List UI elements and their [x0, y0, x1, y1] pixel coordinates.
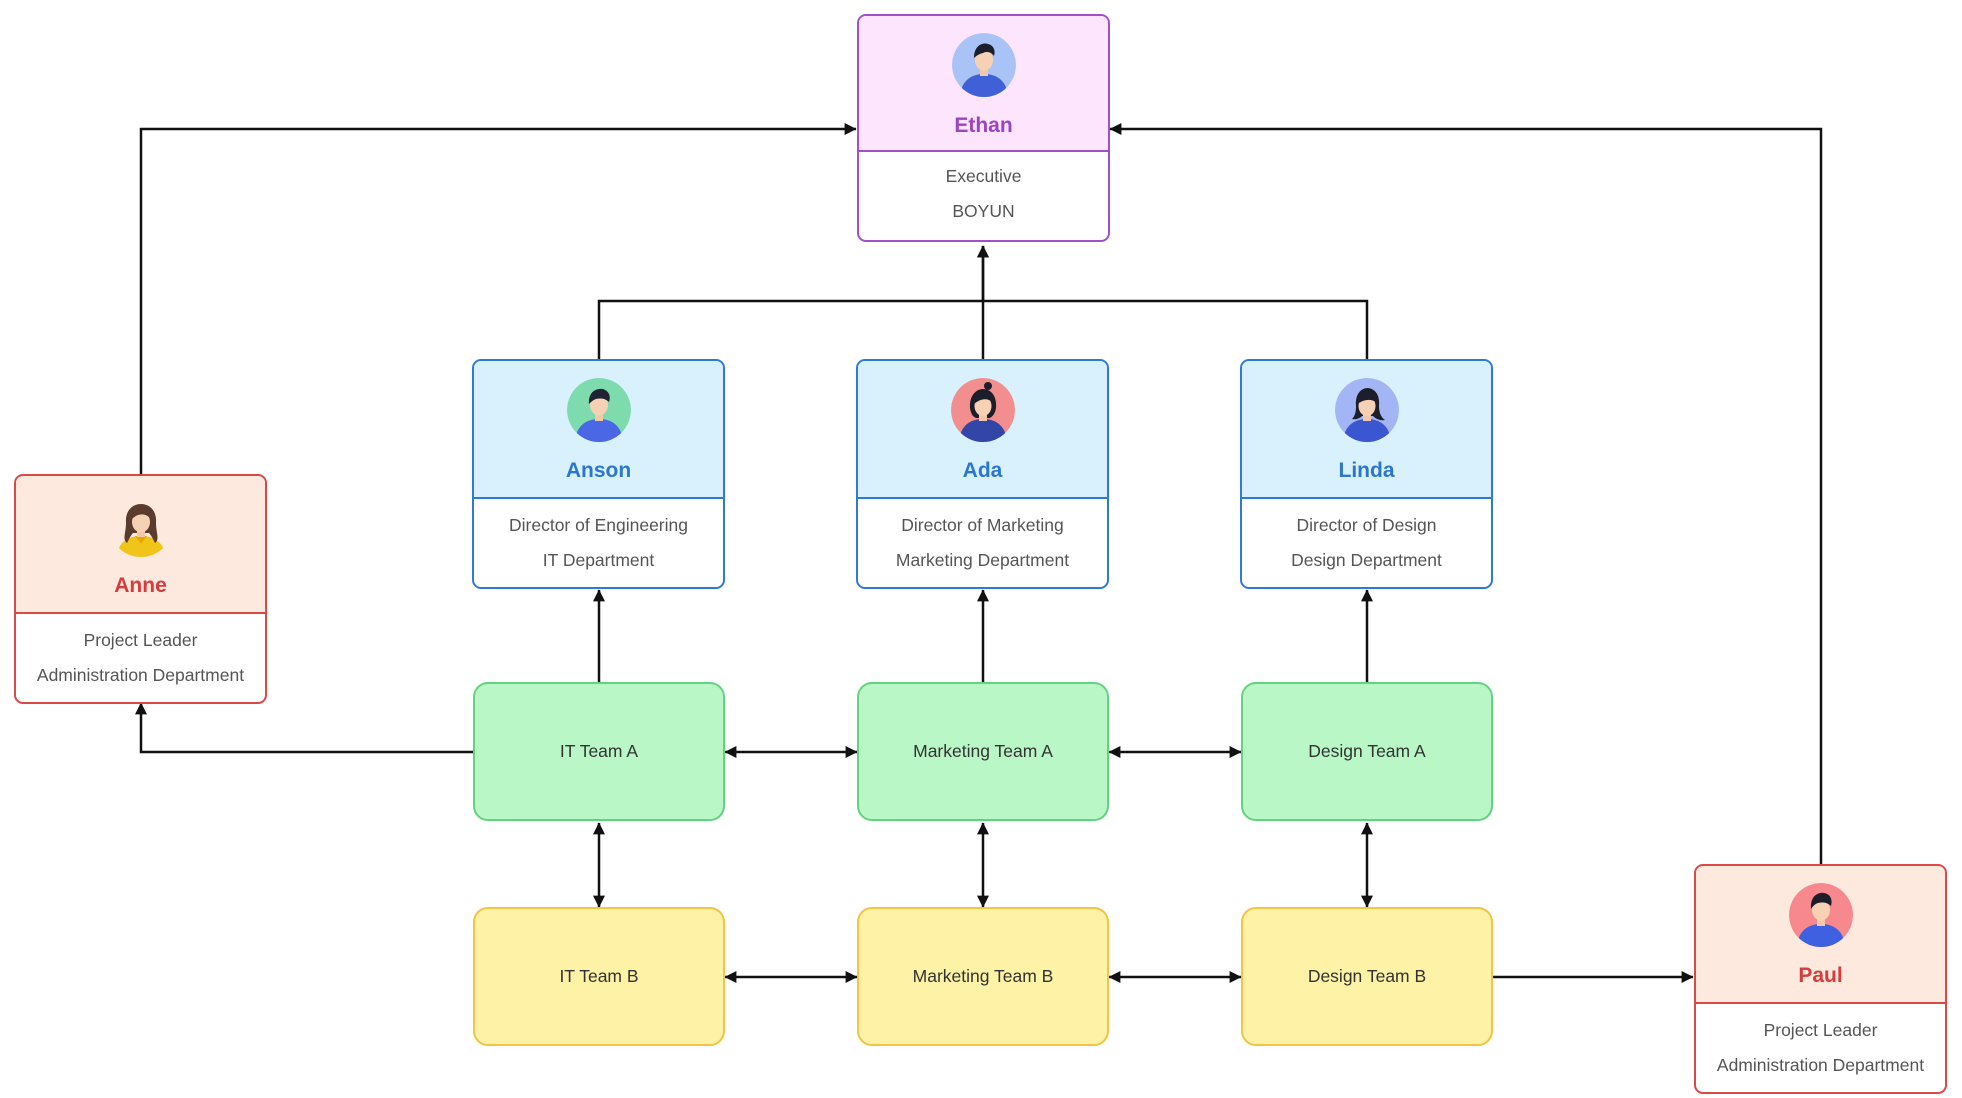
connector-anne-ethan — [139, 123, 857, 474]
team-design-a[interactable]: Design Team A — [1241, 682, 1493, 821]
card-anson[interactable]: Anson Director of Engineering IT Departm… — [472, 359, 725, 589]
man-avatar-icon — [951, 33, 1016, 97]
card-anson-header: Anson — [474, 361, 723, 499]
person-name: Ada — [962, 459, 1003, 482]
person-title: Director of Engineering — [509, 515, 688, 535]
team-it-b[interactable]: IT Team B — [473, 907, 725, 1046]
person-org: Administration Department — [36, 665, 245, 685]
card-paul-details: Project Leader Administration Department — [1696, 1004, 1945, 1092]
person-name: Ethan — [954, 114, 1013, 137]
card-ethan-details: Executive BOYUN — [859, 152, 1108, 240]
person-title: Executive — [945, 166, 1022, 186]
person-name: Anson — [565, 459, 632, 482]
card-ada-details: Director of Marketing Marketing Departme… — [858, 499, 1107, 587]
card-ada-header: Ada — [858, 361, 1107, 499]
card-ada[interactable]: Ada Director of Marketing Marketing Depa… — [856, 359, 1109, 589]
person-name: Paul — [1798, 964, 1843, 987]
card-anne-details: Project Leader Administration Department — [16, 614, 265, 702]
connector-linda-ethan — [983, 299, 1369, 359]
person-title: Director of Design — [1296, 515, 1437, 535]
person-title: Project Leader — [1763, 1020, 1878, 1040]
connector-anson-ethan — [597, 245, 989, 359]
person-org: Administration Department — [1716, 1055, 1925, 1075]
person-org: IT Department — [542, 550, 655, 570]
card-linda-details: Director of Design Design Department — [1242, 499, 1491, 587]
team-marketing-a[interactable]: Marketing Team A — [857, 682, 1109, 821]
person-name: Linda — [1338, 459, 1395, 482]
person-title: Project Leader — [83, 630, 198, 650]
person-title: Director of Marketing — [901, 515, 1064, 535]
card-ethan[interactable]: Ethan Executive BOYUN — [857, 14, 1110, 242]
card-paul[interactable]: Paul Project Leader Administration Depar… — [1694, 864, 1947, 1094]
team-design-b[interactable]: Design Team B — [1241, 907, 1493, 1046]
woman-avatar-icon — [950, 378, 1015, 442]
team-it-a[interactable]: IT Team A — [473, 682, 725, 821]
card-anne-header: Anne — [16, 476, 265, 614]
card-anne[interactable]: Anne Project Leader Administration Depar… — [14, 474, 267, 704]
connector-paul-ethan — [1109, 123, 1823, 864]
person-org: BOYUN — [952, 201, 1015, 221]
man-avatar-icon — [1788, 883, 1853, 947]
card-ethan-header: Ethan — [859, 16, 1108, 152]
card-linda-header: Linda — [1242, 361, 1491, 499]
connector-it-team-a-anne — [135, 702, 473, 754]
woman-avatar-icon — [1334, 378, 1399, 442]
person-name: Anne — [114, 574, 167, 597]
card-paul-header: Paul — [1696, 866, 1945, 1004]
card-anson-details: Director of Engineering IT Department — [474, 499, 723, 587]
card-linda[interactable]: Linda Director of Design Design Departme… — [1240, 359, 1493, 589]
person-org: Design Department — [1291, 550, 1442, 570]
person-org: Marketing Department — [895, 550, 1070, 570]
man-avatar-icon — [566, 378, 631, 442]
team-marketing-b[interactable]: Marketing Team B — [857, 907, 1109, 1046]
girl-avatar-icon — [109, 493, 173, 557]
